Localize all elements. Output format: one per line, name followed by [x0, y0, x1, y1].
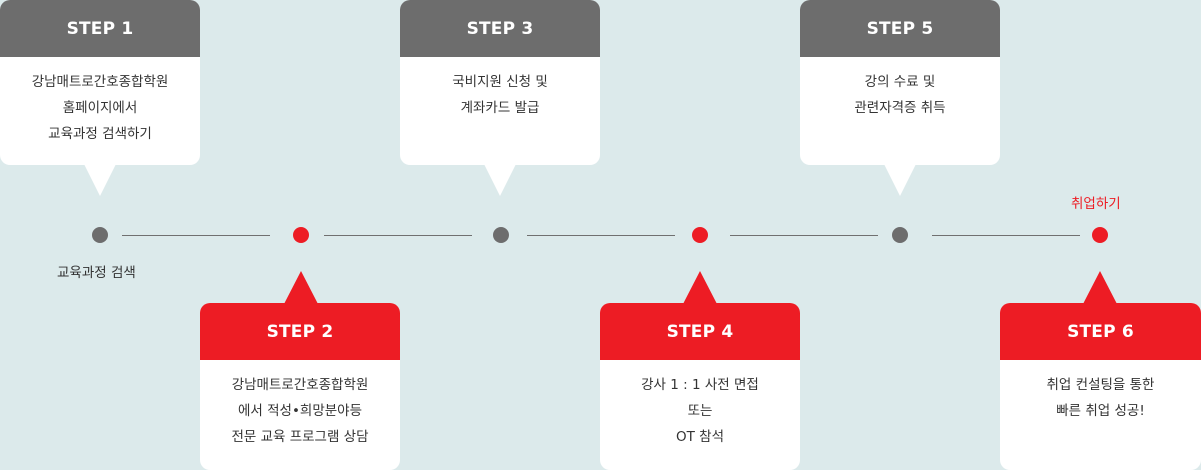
timeline-line-1 [122, 235, 270, 236]
step-4-line-1: 강사 1 : 1 사전 면접 [641, 377, 759, 393]
step-6-line-1: 취업 컨설팅을 통한 [1046, 377, 1155, 393]
timeline-start-label: 교육과정 검색 [57, 265, 136, 281]
step-2-line-3: 전문 교육 프로그램 상담 [231, 429, 369, 445]
timeline-line-2 [324, 235, 472, 236]
step-3-line-1: 국비지원 신청 및 [452, 74, 548, 90]
step-3-line-2: 계좌카드 발급 [460, 100, 540, 116]
step-1-card: STEP 1 강남매트로간호종합학원 홈페이지에서 교육과정 검색하기 [0, 0, 200, 165]
step-3-header: STEP 3 [400, 0, 600, 57]
timeline-dot-4 [692, 227, 708, 243]
timeline-line-4 [730, 235, 878, 236]
step-3-card: STEP 3 국비지원 신청 및 계좌카드 발급 [400, 0, 600, 165]
step-4-pointer [683, 271, 717, 304]
step-1-line-2: 홈페이지에서 [62, 100, 138, 116]
step-4-line-3: OT 참석 [675, 429, 724, 445]
step-6-line-2: 빠른 취업 성공! [1056, 403, 1145, 419]
step-4-header: STEP 4 [600, 303, 800, 360]
timeline-line-3 [527, 235, 675, 236]
step-4-card: STEP 4 강사 1 : 1 사전 면접 또는 OT 참석 [600, 303, 800, 470]
step-2-line-1: 강남매트로간호종합학원 [231, 377, 369, 393]
step-6-header: STEP 6 [1000, 303, 1201, 360]
timeline-dot-1 [92, 227, 108, 243]
step-1-line-1: 강남매트로간호종합학원 [31, 74, 169, 90]
timeline-end-label: 취업하기 [1071, 196, 1121, 212]
step-5-line-1: 강의 수료 및 [864, 74, 936, 90]
step-1-pointer [84, 164, 116, 196]
step-5-body: 강의 수료 및 관련자격증 취득 [800, 57, 1000, 121]
step-1-header: STEP 1 [0, 0, 200, 57]
timeline-dot-5 [892, 227, 908, 243]
step-2-pointer [284, 271, 318, 304]
step-2-header: STEP 2 [200, 303, 400, 360]
step-2-line-2: 에서 적성•희망분야등 [237, 403, 363, 419]
timeline-line-5 [932, 235, 1080, 236]
step-3-pointer [484, 164, 516, 196]
step-5-pointer [884, 164, 916, 196]
step-6-body: 취업 컨설팅을 통한 빠른 취업 성공! [1000, 360, 1201, 424]
step-1-line-3: 교육과정 검색하기 [48, 126, 152, 142]
step-4-line-2: 또는 [687, 403, 713, 419]
step-2-body: 강남매트로간호종합학원 에서 적성•희망분야등 전문 교육 프로그램 상담 [200, 360, 400, 450]
step-1-body: 강남매트로간호종합학원 홈페이지에서 교육과정 검색하기 [0, 57, 200, 147]
step-6-pointer [1083, 271, 1117, 304]
step-6-card: STEP 6 취업 컨설팅을 통한 빠른 취업 성공! [1000, 303, 1201, 470]
step-5-card: STEP 5 강의 수료 및 관련자격증 취득 [800, 0, 1000, 165]
step-5-line-2: 관련자격증 취득 [854, 100, 946, 116]
step-2-card: STEP 2 강남매트로간호종합학원 에서 적성•희망분야등 전문 교육 프로그… [200, 303, 400, 470]
step-3-body: 국비지원 신청 및 계좌카드 발급 [400, 57, 600, 121]
step-5-header: STEP 5 [800, 0, 1000, 57]
step-4-body: 강사 1 : 1 사전 면접 또는 OT 참석 [600, 360, 800, 450]
timeline-dot-6 [1092, 227, 1108, 243]
timeline-dot-2 [293, 227, 309, 243]
timeline-dot-3 [493, 227, 509, 243]
